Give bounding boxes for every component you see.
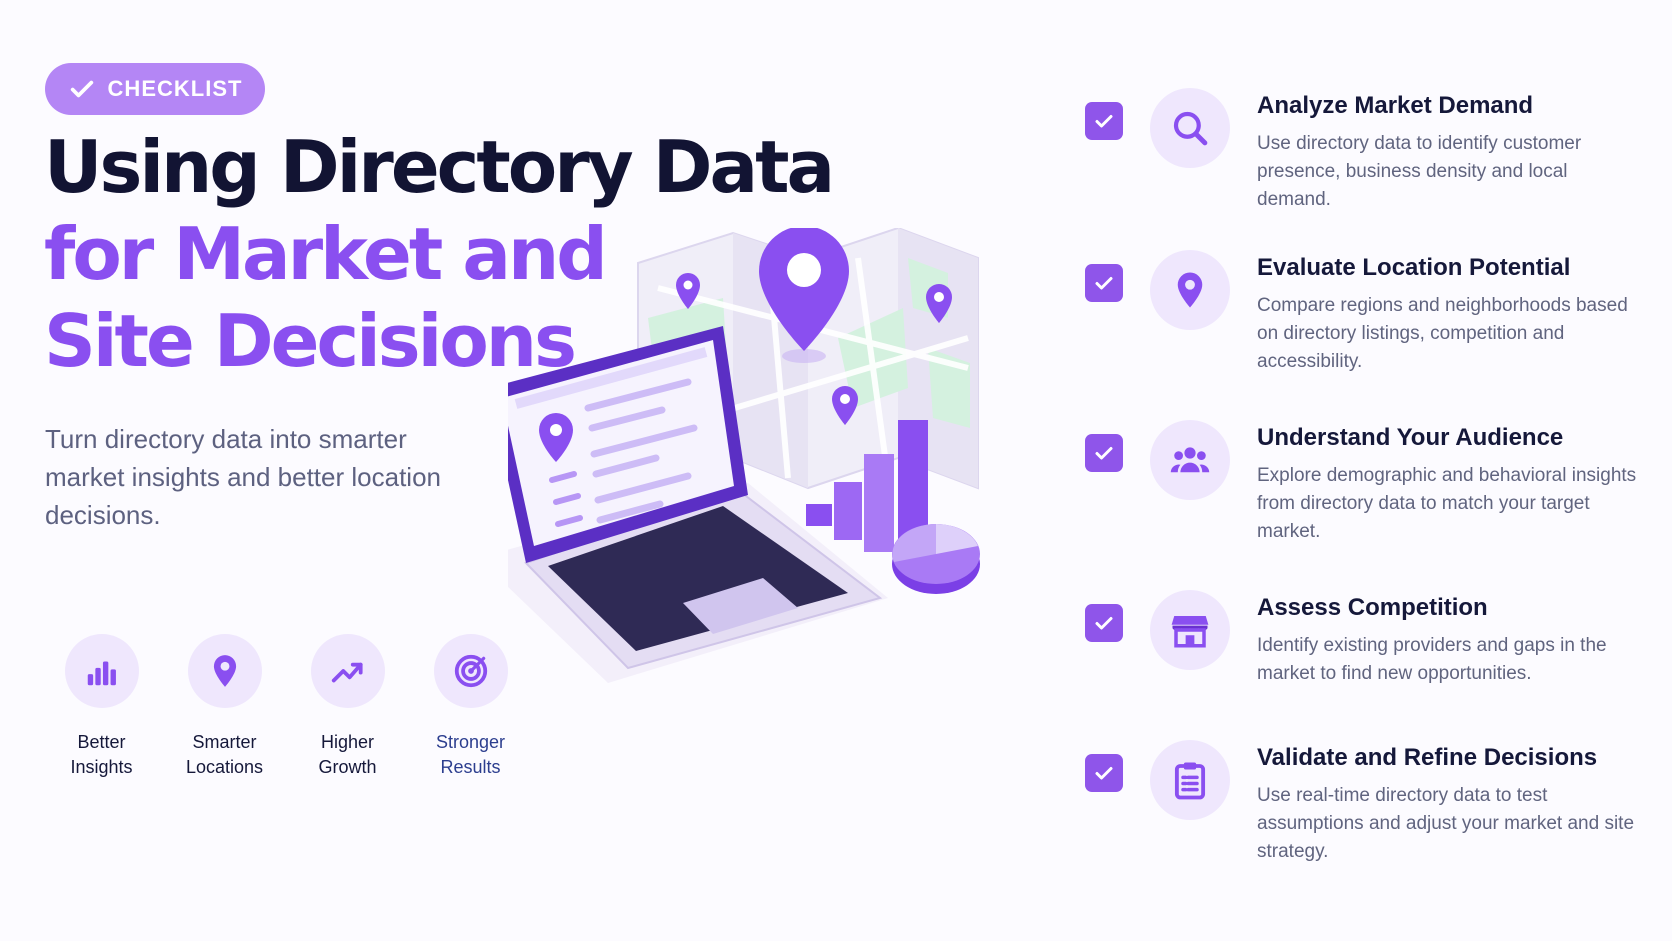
target-icon: [454, 654, 487, 688]
benefit-label: Better Insights: [70, 732, 133, 777]
checkbox[interactable]: [1085, 434, 1123, 472]
check-icon: [1095, 277, 1113, 290]
map-pin-icon: [213, 655, 236, 687]
storefront-icon: [1171, 616, 1209, 648]
checkbox[interactable]: [1085, 264, 1123, 302]
trend-up-icon: [331, 662, 363, 683]
benefit-label: Higher Growth: [318, 732, 377, 777]
checklist-desc: Compare regions and neighborhoods based …: [1257, 295, 1628, 372]
badge-label: CHECKLIST: [107, 76, 243, 101]
laptop-graphic: [508, 326, 888, 683]
benefit-better-insights: Better Insights: [40, 634, 163, 780]
laptop-map-illustration: [508, 228, 980, 683]
bar-chart-icon: [87, 661, 116, 686]
clipboard-icon: [1174, 762, 1206, 800]
benefit-stronger-results: Stronger Results: [409, 634, 532, 780]
check-icon: [1095, 767, 1113, 780]
pie-chart-graphic: [892, 524, 980, 594]
benefit-label: Stronger Results: [435, 732, 506, 777]
check-icon: [1095, 617, 1113, 630]
small-map-pin-icon: [926, 284, 952, 323]
checklist-desc: Use real-time directory data to test ass…: [1257, 785, 1635, 862]
checklist-desc: Use directory data to identify customer …: [1257, 133, 1582, 210]
checkbox[interactable]: [1085, 604, 1123, 642]
check-icon: [70, 80, 93, 98]
checklist-heading: Validate and Refine Decisions: [1257, 744, 1598, 771]
title-line-2: for Market and: [44, 212, 608, 296]
checklist-desc: Explore demographic and behavioral insig…: [1257, 465, 1637, 542]
checklist-heading: Understand Your Audience: [1257, 424, 1564, 451]
benefit-smarter-locations: Smarter Locations: [163, 634, 286, 780]
page-title: Using Directory Data for Market and Site…: [44, 124, 835, 385]
checklist-heading: Assess Competition: [1257, 594, 1488, 621]
checklist-heading: Evaluate Location Potential: [1257, 254, 1571, 281]
checkbox[interactable]: [1085, 102, 1123, 140]
checklist-desc: Identify existing providers and gaps in …: [1257, 635, 1607, 684]
benefit-label: Smarter Locations: [185, 732, 264, 777]
title-line-3: Site Decisions: [44, 299, 577, 383]
check-icon: [1095, 115, 1113, 128]
map-pin-icon: [1177, 272, 1203, 308]
benefits-row: Better Insights Smarter Locations Higher…: [40, 634, 532, 780]
title-line-1: Using Directory Data: [44, 125, 835, 209]
small-map-pin-icon: [832, 386, 858, 425]
check-icon: [1095, 447, 1113, 460]
search-icon: [1173, 111, 1208, 146]
subtitle: Turn directory data into smarter market …: [45, 424, 441, 530]
large-map-pin-icon: [759, 228, 849, 363]
screen-map-pin-icon: [539, 413, 573, 462]
checkbox[interactable]: [1085, 754, 1123, 792]
small-map-pin-icon: [676, 273, 700, 309]
benefit-higher-growth: Higher Growth: [286, 634, 409, 780]
checklist-heading: Analyze Market Demand: [1257, 92, 1534, 119]
users-icon: [1170, 447, 1210, 473]
checklist-badge: CHECKLIST: [45, 63, 265, 115]
